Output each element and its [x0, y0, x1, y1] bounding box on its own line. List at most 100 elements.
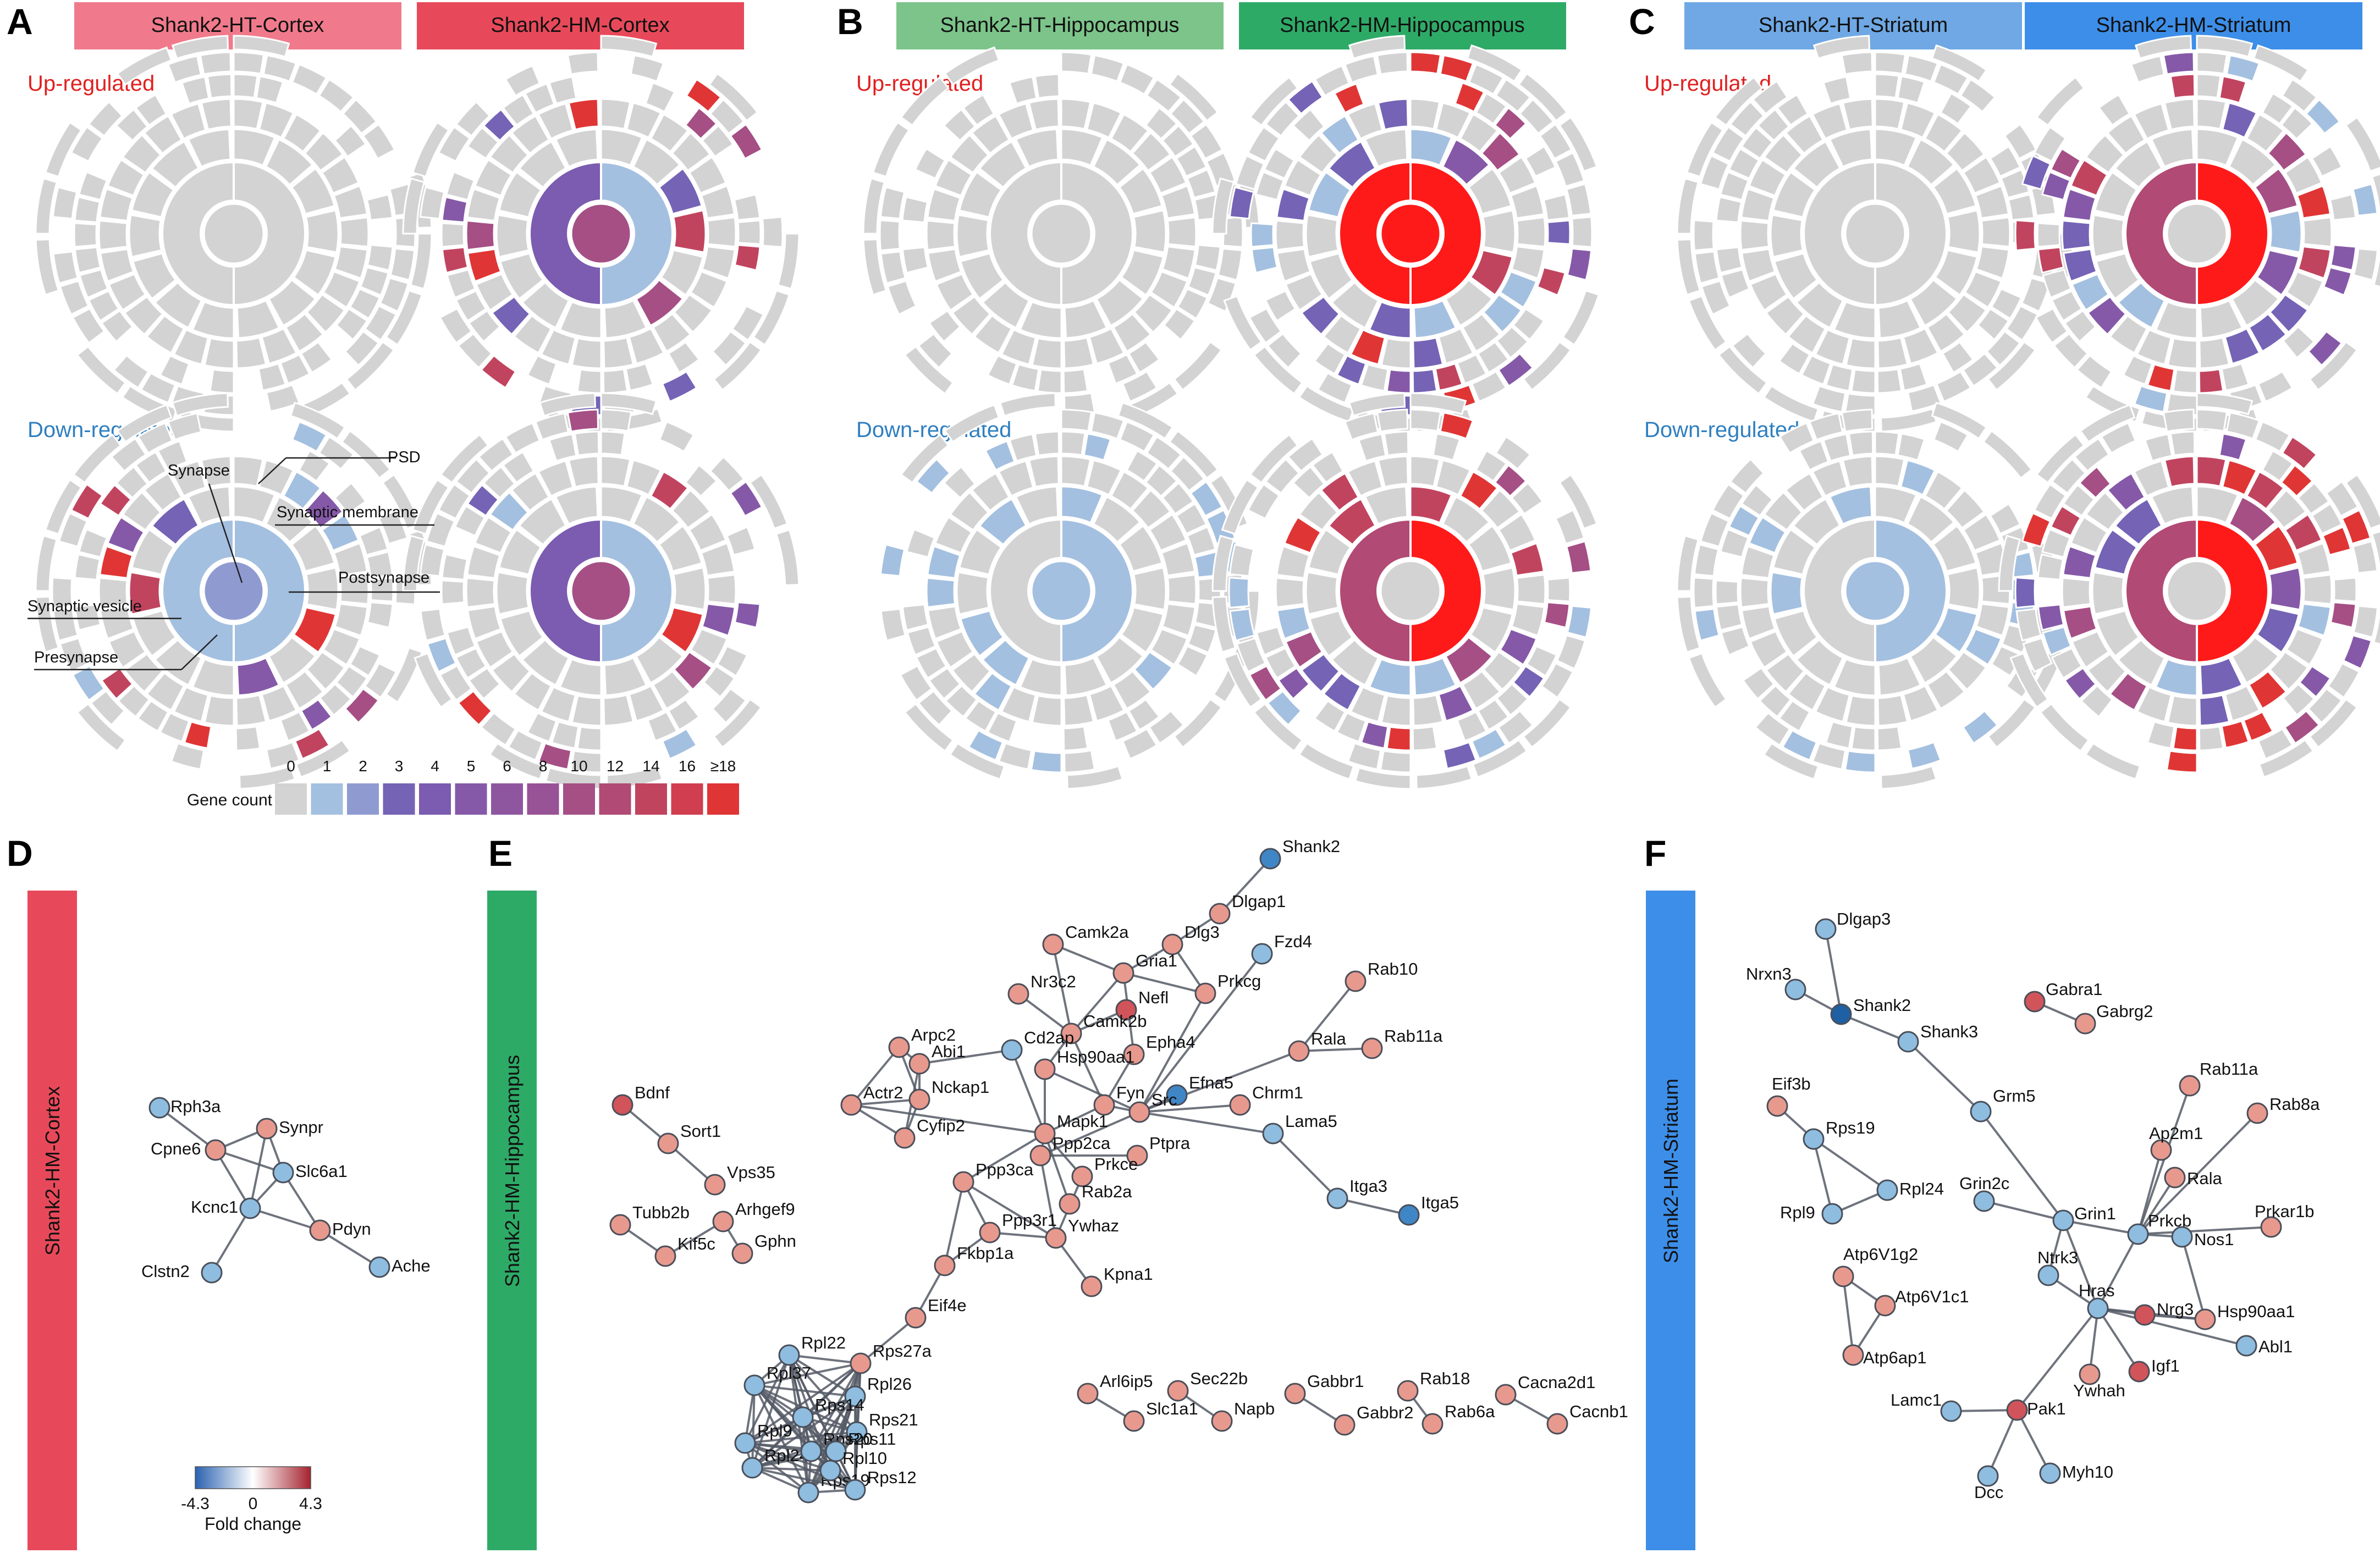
gene-node[interactable]: Rala — [2164, 1167, 2223, 1189]
gene-node[interactable]: Prkce — [1071, 1154, 1138, 1187]
gene-node[interactable]: Cacna2d1 — [1495, 1373, 1595, 1406]
gene-node[interactable]: Rpl9 — [734, 1421, 792, 1454]
gene-node[interactable]: Rph3a — [148, 1097, 221, 1119]
gene-node[interactable]: Rpl22 — [778, 1333, 846, 1366]
gene-node[interactable]: Arl6ip5 — [1077, 1372, 1153, 1405]
gene-node[interactable]: Slc6a1 — [272, 1162, 348, 1184]
gene-node[interactable]: Rab10 — [1345, 959, 1418, 992]
gene-node[interactable]: Gabbr2 — [1334, 1403, 1413, 1436]
gene-node[interactable]: Rpl9 — [1780, 1203, 1843, 1225]
gene-node[interactable]: Hsp90aa1 — [2194, 1302, 2295, 1330]
gene-node[interactable]: Camk2a — [1042, 922, 1129, 955]
gene-node[interactable]: Dcc — [1974, 1465, 2003, 1502]
gene-node[interactable]: Sec22b — [1167, 1369, 1248, 1402]
gene-node[interactable]: Rpl37 — [743, 1363, 811, 1396]
gene-node[interactable]: Nrxn3 — [1746, 964, 1806, 1001]
gene-node[interactable]: Gabra1 — [2024, 980, 2102, 1013]
gene-node[interactable]: Pdyn — [309, 1219, 371, 1241]
gene-node[interactable]: Ache — [368, 1256, 431, 1278]
gene-node[interactable]: Grin2c — [1959, 1174, 2009, 1212]
gene-node[interactable]: Rab11a — [1361, 1026, 1443, 1059]
gene-node[interactable]: Rab11a — [2179, 1059, 2258, 1097]
gene-node[interactable]: Nr3c2 — [1007, 972, 1076, 1005]
gene-node[interactable]: Grin1 — [2052, 1204, 2116, 1231]
gene-node[interactable]: Bdnf — [611, 1083, 670, 1116]
gene-node[interactable]: Gria1 — [1112, 951, 1177, 984]
gene-node[interactable]: Nckap1 — [908, 1077, 989, 1110]
gene-node[interactable]: Prkar1b — [2255, 1202, 2315, 1238]
gene-node[interactable]: Fzd4 — [1251, 932, 1312, 965]
gene-node[interactable]: Ywhaz — [1045, 1216, 1119, 1249]
gene-node[interactable]: Src — [1128, 1090, 1177, 1123]
gene-node[interactable]: Gabrg2 — [2074, 1002, 2153, 1035]
gene-node[interactable]: Ntrk3 — [2037, 1248, 2078, 1286]
gene-node[interactable]: Fkbp1a — [934, 1243, 1014, 1276]
gene-node[interactable]: Itga5 — [1398, 1193, 1459, 1226]
gene-node[interactable]: Rala — [1288, 1029, 1347, 1062]
gene-node[interactable]: Atp6ap1 — [1842, 1344, 1927, 1367]
gene-node[interactable]: Mapk1 — [1034, 1112, 1108, 1145]
gene-node[interactable]: Rps14 — [792, 1395, 864, 1428]
gene-node[interactable]: Ywhah — [2073, 1363, 2125, 1400]
gene-node[interactable]: Ppp3r1 — [979, 1211, 1057, 1243]
gene-node[interactable]: Rps21 — [846, 1410, 918, 1443]
gene-node[interactable]: Kcnc1 — [191, 1197, 261, 1219]
gene-node[interactable]: Ptpra — [1126, 1134, 1191, 1167]
gene-node[interactable]: Rab8a — [2246, 1095, 2320, 1124]
gene-node[interactable]: Epha4 — [1123, 1032, 1195, 1065]
gene-node[interactable]: Eif4e — [905, 1296, 967, 1329]
gene-node[interactable]: Kif5c — [654, 1234, 715, 1267]
gene-node[interactable]: Rps11 — [825, 1429, 896, 1462]
gene-node[interactable]: Rab6a — [1422, 1402, 1495, 1435]
gene-node[interactable]: Hsp90aa1 — [1034, 1047, 1134, 1080]
gene-node[interactable]: Cyfip2 — [894, 1116, 965, 1149]
gene-node[interactable]: Shank2 — [1259, 837, 1340, 870]
gene-node[interactable]: Myh10 — [2039, 1462, 2113, 1484]
gene-node[interactable]: Rab2a — [1059, 1182, 1132, 1215]
gene-node[interactable]: Kpna1 — [1081, 1264, 1153, 1297]
gene-node[interactable]: Fyn — [1093, 1083, 1145, 1116]
gene-node[interactable]: Abi1 — [908, 1042, 966, 1075]
gene-node[interactable]: Chrm1 — [1229, 1083, 1303, 1116]
gene-node[interactable]: Grm5 — [1970, 1086, 2036, 1123]
gene-node[interactable]: Arpc2 — [888, 1025, 956, 1058]
gene-node[interactable]: Tubb2b — [609, 1203, 690, 1236]
gene-node[interactable]: Gabbr1 — [1284, 1372, 1364, 1405]
gene-node[interactable]: Dlg3 — [1161, 922, 1220, 955]
gene-node[interactable]: Itga3 — [1326, 1176, 1387, 1209]
gene-node[interactable]: Clstn2 — [141, 1262, 223, 1284]
gene-node[interactable]: Dlgap1 — [1209, 892, 1286, 925]
gene-node[interactable]: Actr2 — [840, 1083, 903, 1116]
gene-node[interactable]: Atp6V1c1 — [1874, 1287, 1969, 1317]
gene-node[interactable]: Rpl26 — [844, 1374, 912, 1407]
gene-node[interactable]: Synpr — [256, 1118, 323, 1140]
gene-node[interactable]: Cd2ap — [1001, 1028, 1074, 1061]
gene-node[interactable]: Arhgef9 — [712, 1200, 795, 1233]
gene-node[interactable]: Rps27a — [850, 1341, 932, 1374]
gene-node[interactable]: Shank2 — [1830, 996, 1911, 1025]
gene-node[interactable]: Rps19 — [1803, 1118, 1875, 1150]
gene-node[interactable]: Ppp2ca — [1029, 1134, 1111, 1167]
gene-node[interactable]: Vps35 — [704, 1163, 775, 1196]
gene-node[interactable]: Eif3b — [1766, 1074, 1811, 1117]
gene-node[interactable]: Hras — [2079, 1281, 2114, 1319]
gene-node[interactable]: Cacnb1 — [1546, 1402, 1628, 1435]
gene-node[interactable]: Rpl10 — [819, 1449, 887, 1482]
gene-node[interactable]: Prkcg — [1194, 971, 1261, 1004]
gene-node[interactable]: Cpne6 — [151, 1139, 227, 1161]
gene-node[interactable]: Igf1 — [2128, 1356, 2180, 1383]
gene-node[interactable]: Nefl — [1115, 988, 1169, 1021]
gene-node[interactable]: Sort1 — [657, 1121, 721, 1154]
gene-node[interactable]: Dlgap3 — [1815, 909, 1891, 940]
gene-node[interactable]: Ap2m1 — [2149, 1124, 2203, 1161]
gene-node[interactable]: Shank3 — [1897, 1022, 1978, 1053]
gene-node[interactable]: Efna5 — [1166, 1073, 1233, 1106]
gene-node[interactable]: Lamc1 — [1891, 1390, 1962, 1422]
gene-node[interactable]: Ppp3ca — [952, 1160, 1034, 1193]
gene-node[interactable]: Slc1a1 — [1123, 1399, 1198, 1432]
gene-node[interactable]: Rps12 — [844, 1468, 917, 1501]
gene-node[interactable]: Gphn — [731, 1231, 796, 1264]
gene-node[interactable]: Atp6V1g2 — [1832, 1245, 1918, 1287]
gene-node[interactable]: Rps20 — [800, 1429, 873, 1462]
gene-node[interactable]: Pak1 — [2006, 1399, 2066, 1421]
